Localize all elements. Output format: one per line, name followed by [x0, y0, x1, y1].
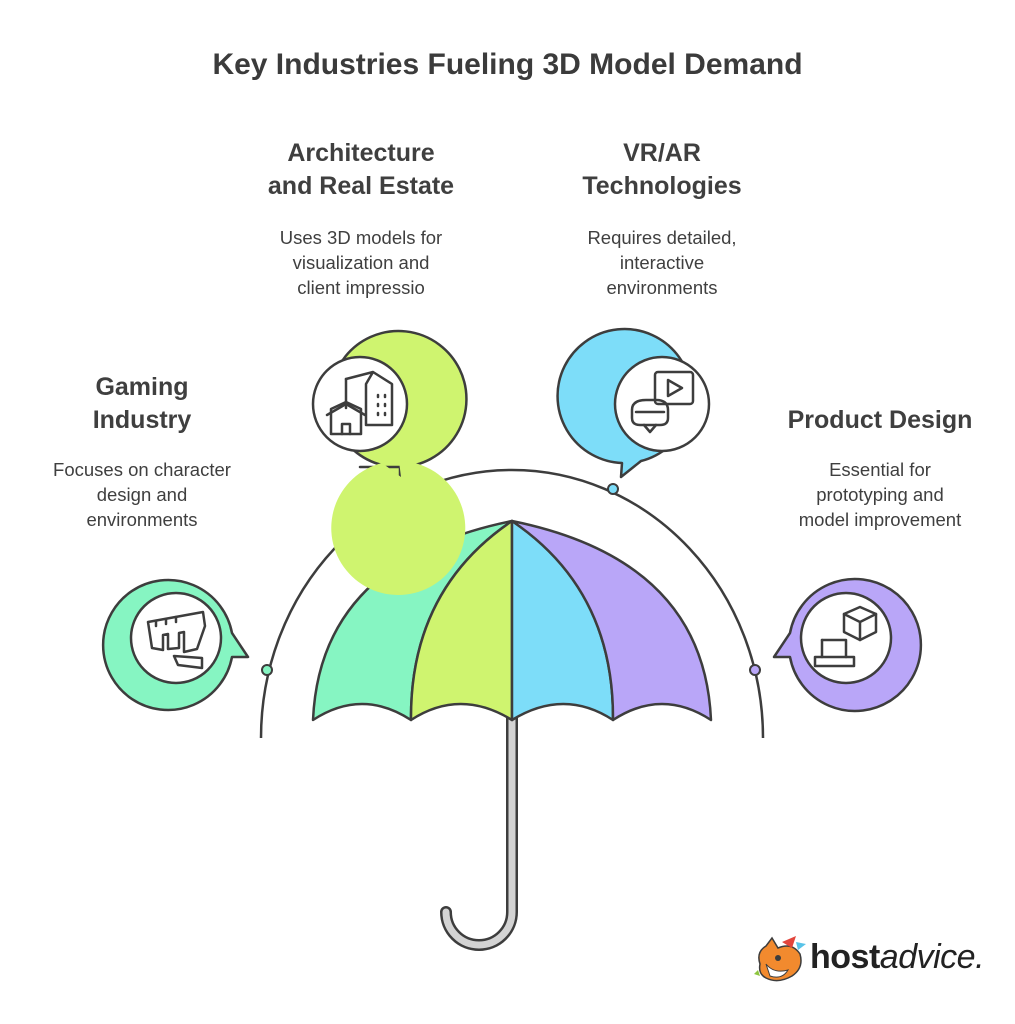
gaming-desc-line1: Focuses on character — [53, 459, 231, 480]
product-desc-line3: model improvement — [798, 509, 962, 530]
vrar-heading-line1: VR/AR — [623, 139, 701, 167]
product-connector-dot — [749, 664, 761, 676]
fist-icon — [146, 610, 207, 670]
brand-wordmark-rest: advice. — [879, 938, 985, 976]
architecture-heading-line2: and Real Estate — [267, 172, 455, 200]
product-description: Essential for prototyping and model impr… — [760, 457, 1000, 532]
buildings-icon — [325, 370, 394, 436]
vrar-heading: VR/AR Technologies — [532, 137, 792, 203]
architecture-desc-line1: Uses 3D models for — [279, 227, 443, 248]
architecture-description: Uses 3D models for visualization and cli… — [231, 225, 491, 300]
architecture-heading-line1: Architecture — [287, 139, 435, 167]
brand-wordmark: hostadvice. — [810, 938, 985, 977]
gaming-desc-line2: design and — [96, 484, 188, 505]
architecture-bubble — [311, 329, 468, 595]
gaming-heading-line2: Industry — [92, 406, 192, 434]
vr-headset-icon — [630, 370, 695, 434]
laptop-cube-icon — [813, 605, 878, 668]
product-bubble — [772, 577, 923, 713]
gaming-heading-line1: Gaming — [95, 373, 189, 401]
gaming-connector-dot — [261, 664, 273, 676]
vrar-desc-line1: Requires detailed, — [587, 227, 737, 248]
page-title: Key Industries Fueling 3D Model Demand — [212, 48, 803, 81]
product-desc-line2: prototyping and — [816, 484, 944, 505]
architecture-desc-line2: visualization and — [292, 252, 430, 273]
umbrella-handle — [440, 706, 518, 951]
canopy-segment-product — [510, 519, 713, 722]
gaming-bubble — [101, 578, 250, 712]
vrar-desc-line2: interactive — [619, 252, 705, 273]
vrar-bubble — [556, 327, 711, 479]
vrar-heading-line2: Technologies — [582, 172, 742, 200]
architecture-desc-line3: client impressio — [297, 277, 425, 298]
gaming-description: Focuses on character design and environm… — [22, 457, 262, 532]
fox-mascot-icon — [754, 936, 806, 982]
vrar-desc-line3: environments — [606, 277, 718, 298]
outer-arc — [259, 468, 765, 739]
product-desc-line1: Essential for — [829, 459, 931, 480]
vrar-connector-dot — [607, 483, 619, 495]
brand-logo: hostadvice. — [752, 934, 992, 986]
gaming-desc-line3: environments — [86, 509, 198, 530]
product-heading-line1: Product Design — [787, 406, 973, 434]
brand-wordmark-bold: host — [810, 938, 880, 976]
product-heading: Product Design — [760, 404, 1000, 437]
canopy-segment-architecture — [409, 519, 514, 722]
architecture-heading: Architecture and Real Estate — [231, 137, 491, 203]
vrar-description: Requires detailed, interactive environme… — [532, 225, 792, 300]
gaming-heading: Gaming Industry — [32, 371, 252, 437]
